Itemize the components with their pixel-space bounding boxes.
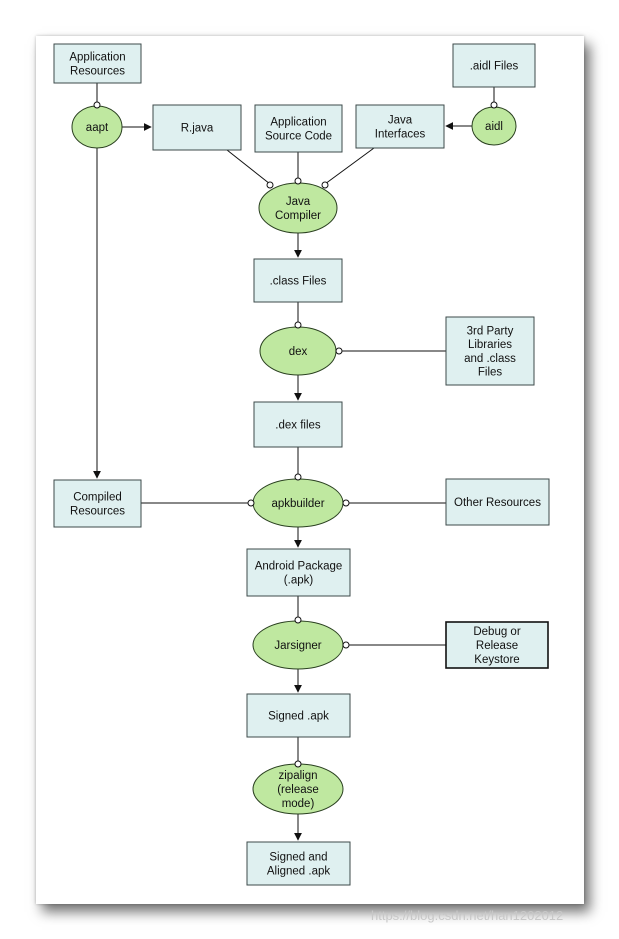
node-label-line: Resources [70, 505, 125, 517]
node-label-line: mode) [282, 798, 315, 810]
node-label-line: Java [286, 196, 311, 208]
node-label-line: Android Package [255, 561, 343, 573]
node-label-line: Application [69, 52, 125, 64]
node-signed-apk: Signed .apk [246, 693, 351, 738]
node-label-line: Java [388, 115, 413, 127]
node-label-line: .dex files [275, 420, 321, 432]
node-label: .dex files [275, 420, 321, 432]
process-zipalign: zipalign (release mode) [252, 763, 344, 815]
node-label-line: R.java [181, 123, 214, 135]
node-label: apkbuilder [271, 498, 324, 510]
node-label-line: Interfaces [375, 128, 426, 140]
process-dex: dex [259, 326, 337, 376]
node-label-line: dex [289, 346, 308, 358]
node-label: aapt [86, 122, 109, 134]
node-android-package: Android Package(.apk) [246, 548, 351, 597]
node-label-line: 3rd Party [467, 325, 514, 337]
node-label-line: aidl [485, 121, 503, 133]
node-label: Android Package(.apk) [255, 561, 343, 587]
node-label: aidl [485, 121, 503, 133]
node-label-line: aapt [86, 122, 109, 134]
node-label-line: Jarsigner [274, 640, 321, 652]
process-apkbuilder: apkbuilder [252, 478, 344, 528]
node-other-resources: Other Resources [445, 478, 550, 526]
node-dex-files: .dex files [253, 401, 343, 448]
process-aapt: aapt [71, 105, 123, 149]
watermark: https://blog.csdn.net/han1202012 [371, 908, 564, 923]
node-class-files: .class Files [253, 258, 343, 303]
node-aidl-files: .aidl Files [452, 43, 536, 88]
process-aidl: aidl [471, 106, 517, 146]
node-label: Jarsigner [274, 640, 321, 652]
process-jarsigner: Jarsigner [252, 620, 344, 670]
node-label-line: Libraries [468, 339, 512, 351]
node-label-line: Release [476, 640, 518, 652]
node-label-line: Debug or [473, 626, 520, 638]
node-label: zipalign (release mode) [277, 770, 319, 810]
node-label-line: Source Code [265, 130, 332, 142]
connector-dots [93, 101, 498, 768]
node-label-line: Resources [70, 65, 125, 77]
node-label: .class Files [270, 276, 327, 288]
node-label-line: (.apk) [284, 574, 314, 586]
node-label-line: Signed .apk [268, 711, 329, 723]
node-label-line: apkbuilder [271, 498, 324, 510]
node-label-line: (release [277, 784, 319, 796]
node-label-line: and .class [464, 353, 516, 365]
node-label-line: Compiler [275, 210, 321, 222]
node-label-line: Application [270, 117, 326, 129]
node-label-line: Aligned .apk [267, 865, 331, 877]
node-label-line: Other Resources [454, 497, 541, 509]
diagram-sheet [36, 36, 584, 904]
node-r-java: R.java [152, 104, 242, 151]
node-label-line: .aidl Files [470, 61, 519, 73]
node-label: R.java [181, 123, 214, 135]
node-label: Signed .apk [268, 711, 329, 723]
node-label: .aidl Files [470, 61, 519, 73]
node-label-line: Signed and [269, 852, 327, 864]
node-label: dex [289, 346, 308, 358]
node-label-line: .class Files [270, 276, 327, 288]
node-label: Other Resources [454, 497, 541, 509]
node-label-line: Compiled [73, 492, 122, 504]
node-label-line: Files [478, 367, 503, 379]
node-label-line: zipalign [279, 770, 318, 782]
node-label-line: Keystore [474, 654, 519, 666]
